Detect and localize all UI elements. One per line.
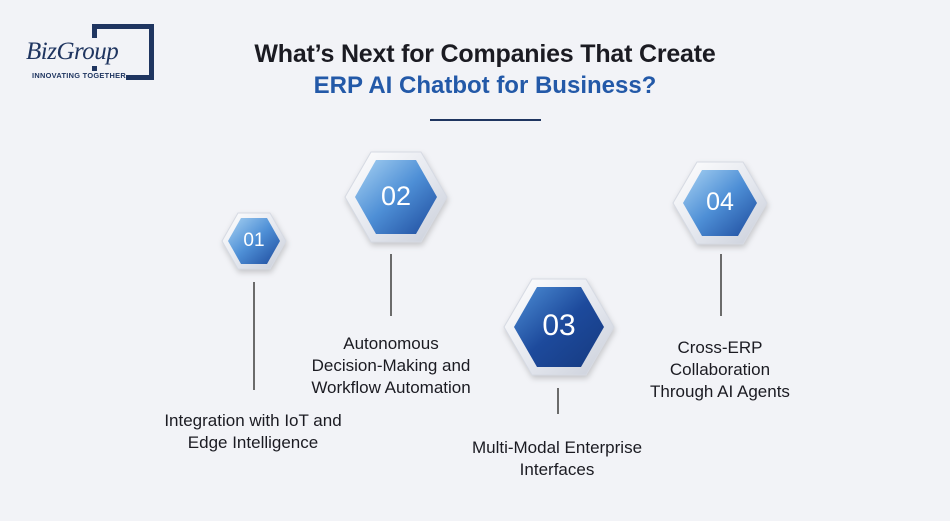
step-01-connector [253,282,255,390]
logo-tagline: INNOVATING TOGETHER [32,71,126,80]
step-number: 03 [542,309,576,342]
step-04-connector [720,254,722,316]
step-number: 04 [706,188,734,216]
hexagon-shape [344,151,448,243]
step-03-connector [557,388,559,414]
step-01-hexagon: 01 [221,212,287,270]
step-01-label-line: Edge Intelligence [187,433,319,452]
step-04-label-line: Through AI Agents [650,382,790,401]
step-03-hexagon: 03 [503,278,615,376]
step-02-label-line: Workflow Automation [311,378,471,397]
page-title: What’s Next for Companies That Create [254,40,716,68]
step-01-label: Integration with IoT and Edge Intelligen… [128,410,378,454]
step-04-label-line: Cross-ERP [677,338,763,357]
hexagon-shape [221,212,287,270]
step-04-hexagon: 04 [672,161,768,245]
title-underline [430,119,541,121]
step-04-label-line: Collaboration [669,360,771,379]
hexagon-shape [672,161,768,245]
step-number: 02 [380,181,412,211]
step-02-connector [390,254,392,316]
step-02-label-line: Decision-Making and [311,356,471,375]
step-02-label: Autonomous Decision-Making and Workflow … [266,333,516,399]
step-03-label-line: Interfaces [519,460,595,479]
step-number: 01 [243,230,265,251]
step-01-label-line: Integration with IoT and [164,411,342,430]
step-02-hexagon: 02 [344,151,448,243]
logo-wordmark: BizGroup [26,38,121,66]
step-04-label: Cross-ERP Collaboration Through AI Agent… [595,337,845,403]
bizgroup-logo: BizGroup INNOVATING TOGETHER [22,24,158,84]
step-03-label: Multi-Modal Enterprise Interfaces [432,437,682,481]
page-subtitle: ERP AI Chatbot for Business? [313,72,657,99]
step-02-label-line: Autonomous [343,334,439,353]
hexagon-shape [503,278,615,376]
step-03-label-line: Multi-Modal Enterprise [471,438,643,457]
